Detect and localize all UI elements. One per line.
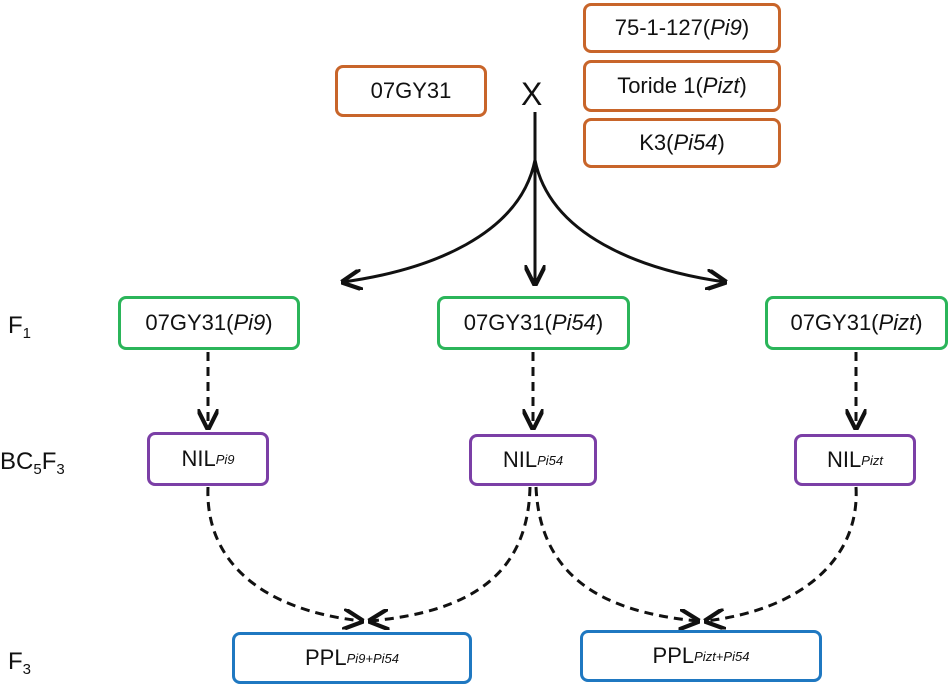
f1-box-pi54: 07GY31(Pi54) <box>437 296 630 350</box>
donor-close: ) <box>741 15 750 40</box>
generation-label-bc5f3: BC5F3 <box>0 448 65 478</box>
arrow-to-f1-pizt <box>533 159 725 282</box>
donor-box-pi54: K3(Pi54) <box>583 118 781 168</box>
arrow-nil-pi9-to-ppl1 <box>206 486 362 621</box>
recurrent-parent-box: 07GY31 <box>335 65 487 117</box>
donor-close: ) <box>717 130 725 155</box>
arrow-nil-pi54-to-ppl1 <box>370 486 532 621</box>
arrow-nil-pizt-to-ppl2 <box>706 486 858 621</box>
donor-name: 75-1-127( <box>614 15 711 40</box>
donor-box-pi9: 75-1-127(Pi9) <box>583 3 781 53</box>
donor-box-pizt: Toride 1(Pizt) <box>583 60 781 112</box>
f1-box-pi9: 07GY31(Pi9) <box>118 296 300 350</box>
cross-symbol: X <box>521 76 543 112</box>
donor-name: K3( <box>639 130 674 155</box>
donor-name: Toride 1( <box>617 73 703 98</box>
generation-label-f3: F3 <box>8 648 32 678</box>
arrow-nil-pi54-to-ppl2 <box>534 486 698 621</box>
donor-gene: Pi9 <box>710 15 742 40</box>
generation-label-f1: F1 <box>8 312 32 342</box>
arrow-to-f1-pi9 <box>343 159 537 282</box>
donor-gene: Pi54 <box>673 130 718 155</box>
recurrent-parent-label: 07GY31 <box>370 78 452 103</box>
f1-box-pizt: 07GY31(Pizt) <box>765 296 948 350</box>
donor-gene: Pizt <box>702 73 740 98</box>
donor-close: ) <box>739 73 747 98</box>
